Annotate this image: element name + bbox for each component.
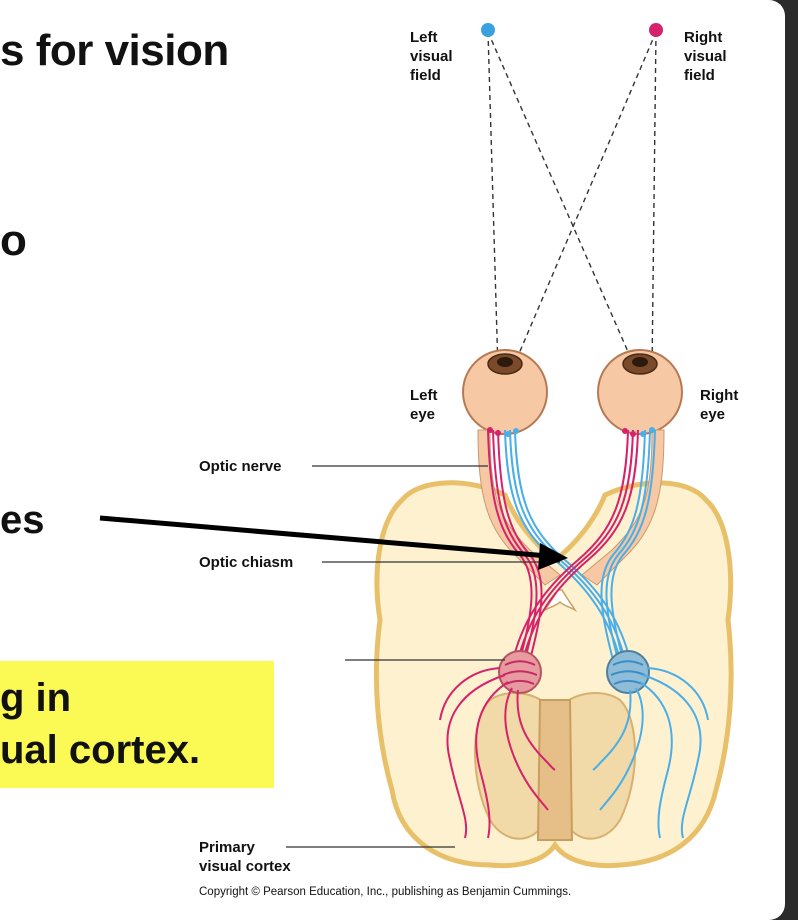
left-eye [462, 349, 548, 435]
primary-visual-cortex-label: Primary visual cortex [199, 839, 291, 875]
pointer-arrow [99, 515, 568, 570]
slide-title-fragment: s for vision [0, 26, 229, 75]
highlight-text-line-1: g in [0, 676, 72, 720]
left-optic-radiations [439, 667, 556, 839]
right-visual-field-label: Right visual field [684, 29, 731, 84]
right-eye [597, 349, 683, 435]
left-visual-field-label: Left visual field [410, 29, 457, 84]
leader-lines [286, 465, 560, 848]
right-eye-fibers [512, 429, 656, 661]
right-field-dot [649, 23, 663, 37]
optic-chiasm-label: Optic chiasm [199, 554, 293, 571]
left-eye-label: Left eye [410, 387, 442, 423]
left-lgn [498, 650, 542, 694]
slide-text-fragment-2: es [0, 498, 45, 542]
slide-text-fragment-1: o [0, 216, 27, 265]
right-lgn [606, 650, 650, 694]
retina-dots [487, 427, 655, 437]
optic-nerve-label: Optic nerve [199, 458, 282, 475]
copyright-notice: Copyright © Pearson Education, Inc., pub… [199, 886, 571, 898]
right-eye-label: Right eye [700, 387, 743, 423]
left-field-dot [481, 23, 495, 37]
brain-outline [373, 480, 734, 869]
chiasm-notch [542, 589, 578, 613]
highlight-box [0, 661, 274, 788]
highlight-text-line-2: ual cortex. [0, 728, 201, 772]
right-optic-radiations [592, 667, 709, 839]
